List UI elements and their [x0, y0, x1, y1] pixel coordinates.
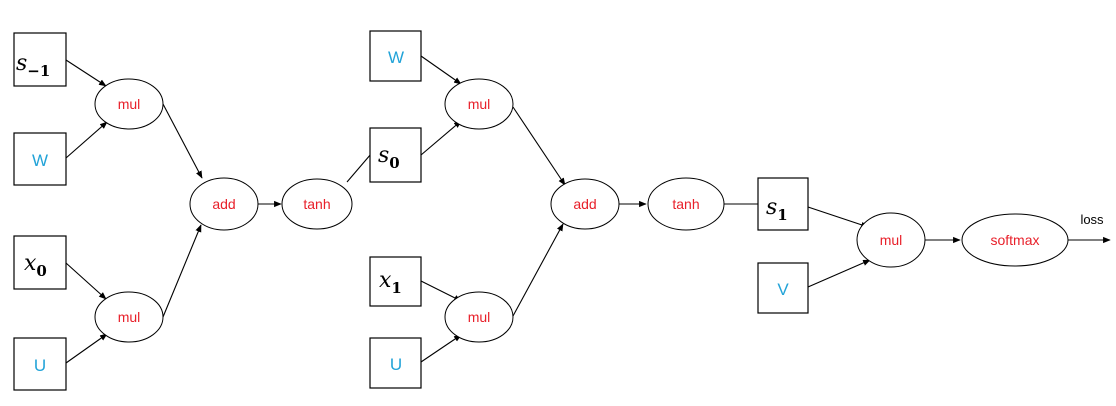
input-u-2: U	[369, 337, 422, 389]
loss-label: loss	[1080, 212, 1104, 227]
add-2-label: add	[573, 196, 596, 212]
edge-x1-to-mul	[420, 280, 462, 302]
s1-base: s	[766, 195, 777, 220]
op-mul-3: mul	[856, 212, 926, 268]
input-u-1: U	[13, 337, 67, 391]
svg-text:s0: s0	[378, 143, 400, 172]
edge-mul2b-to-add	[512, 223, 564, 317]
input-s0: s0	[369, 127, 422, 183]
x0-subscript: 0	[36, 262, 46, 280]
edge-x0-to-mul	[65, 262, 107, 300]
edge-v-to-mul	[807, 259, 871, 288]
op-mul-2b: mul	[444, 291, 514, 343]
edge-mul1a-to-add	[162, 103, 203, 179]
w-1-label: W	[32, 151, 48, 170]
input-s1: s1	[757, 177, 809, 231]
svg-text:s−1: s−1	[16, 51, 50, 80]
op-tanh-1: tanh	[281, 178, 353, 230]
op-mul-1a: mul	[94, 78, 164, 130]
op-tanh-2: tanh	[647, 177, 725, 231]
x0-base: x	[24, 251, 37, 276]
edge-s0-to-mul	[420, 120, 462, 156]
mul-2a-label: mul	[468, 96, 491, 112]
edge-mul2a-to-add	[512, 106, 566, 186]
edge-u1-to-mul	[65, 333, 108, 364]
softmax-label: softmax	[990, 232, 1039, 248]
edge-w1-to-mul	[65, 121, 108, 159]
s1-subscript: 1	[777, 206, 787, 224]
svg-text:x1: x1	[379, 268, 402, 297]
edge-tanh1-to-s0	[346, 153, 372, 183]
edge-s-prev-to-mul	[65, 59, 107, 87]
s0-subscript: 0	[389, 154, 399, 172]
x1-subscript: 1	[391, 279, 401, 297]
input-s-prev: s−1	[13, 32, 67, 87]
edges	[65, 55, 1111, 364]
op-softmax: softmax	[961, 213, 1069, 267]
add-1-label: add	[212, 196, 235, 212]
w-2-label: W	[388, 48, 404, 67]
mul-3-label: mul	[880, 232, 903, 248]
op-mul-1b: mul	[94, 291, 164, 343]
op-add-2: add	[550, 178, 620, 230]
input-w-2: W	[369, 30, 422, 82]
edge-u2-to-mul	[420, 334, 462, 363]
edge-w2-to-mul	[420, 55, 462, 85]
s0-base: s	[378, 143, 389, 168]
mul-2b-label: mul	[468, 309, 491, 325]
op-add-1: add	[189, 177, 259, 231]
mul-1b-label: mul	[118, 309, 141, 325]
edge-s1-to-mul	[807, 206, 869, 228]
u-2-label: U	[390, 355, 402, 374]
u-1-label: U	[34, 356, 46, 375]
tanh-2-label: tanh	[672, 196, 699, 212]
v-label: V	[777, 280, 789, 299]
input-w-1: W	[13, 132, 67, 186]
input-x0: x0	[13, 235, 67, 290]
x1-base: x	[379, 268, 392, 293]
input-v: V	[757, 262, 809, 314]
svg-text:x0: x0	[24, 251, 47, 280]
s-prev-base: s	[16, 51, 27, 76]
tanh-1-label: tanh	[303, 196, 330, 212]
input-x1: x1	[369, 256, 422, 307]
edge-mul1b-to-add	[162, 224, 202, 318]
mul-1a-label: mul	[118, 96, 141, 112]
svg-text:s1: s1	[766, 195, 788, 224]
s-prev-subscript: −1	[27, 62, 50, 80]
op-mul-2a: mul	[444, 78, 514, 130]
